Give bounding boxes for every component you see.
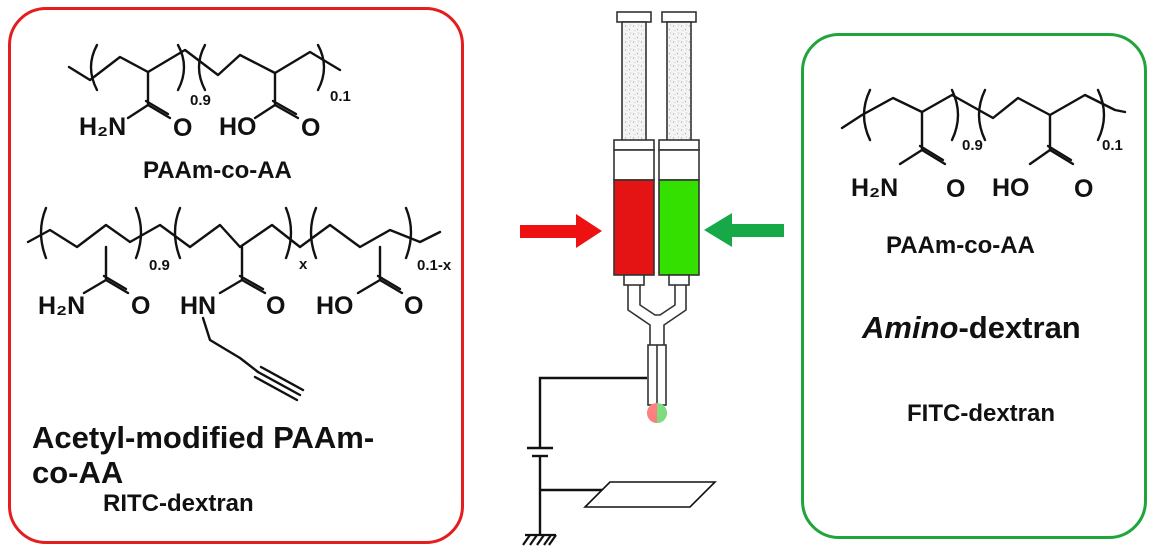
rp-subscript-b: 0.1	[1102, 137, 1123, 154]
left-label-line2: co-AA	[32, 455, 124, 490]
p2-propargyl-o: O	[266, 292, 286, 320]
p1-acid-oh: HO	[219, 113, 257, 141]
rp-acid-o: O	[1074, 175, 1094, 203]
p2-amide-o: O	[131, 292, 151, 320]
green-arrow-icon	[704, 213, 784, 247]
left-label-line1: Acetyl-modified PAAm-	[32, 420, 375, 455]
p1-subscript-a: 0.9	[190, 92, 211, 109]
p2-amide-n: H₂N	[38, 292, 86, 320]
p2-propargyl-hn: HN	[180, 292, 217, 320]
droplet-icon	[647, 403, 667, 423]
red-arrow-icon	[520, 214, 602, 248]
right-polymer-structure	[840, 88, 1127, 166]
y-connector	[627, 285, 687, 406]
rp-acid-oh: HO	[992, 174, 1030, 202]
polymer1-name: PAAm-co-AA	[143, 157, 292, 184]
left-panel	[8, 7, 464, 544]
p1-amide-o: O	[173, 114, 193, 142]
rp-amide-o: O	[946, 175, 966, 203]
p2-subscript-b: x	[299, 256, 308, 273]
right-main-label-italic: Amino	[862, 310, 959, 345]
p2-acid-oh: HO	[316, 292, 354, 320]
p2-subscript-c: 0.1-x	[417, 257, 452, 274]
left-dye-label: RITC-dextran	[103, 490, 254, 517]
syringe-right-icon	[658, 11, 700, 286]
p1-subscript-b: 0.1	[330, 88, 351, 105]
polymer1-structure	[67, 43, 342, 120]
right-panel	[801, 33, 1147, 539]
ground-icon	[522, 533, 557, 546]
right-polymer-name: PAAm-co-AA	[886, 232, 1035, 259]
syringe-left-icon	[613, 11, 655, 286]
right-dye-label: FITC-dextran	[907, 400, 1056, 427]
right-main-label-rest: -dextran	[958, 310, 1081, 345]
p1-amide-n: H₂N	[79, 113, 127, 141]
circuit	[527, 376, 647, 535]
p2-subscript-a: 0.9	[149, 257, 170, 274]
right-main-label: Amino-dextran	[862, 310, 1081, 346]
collector-plate-icon	[583, 481, 717, 508]
polymer2-structure	[26, 206, 442, 402]
rp-subscript-a: 0.9	[962, 137, 983, 154]
rp-amide-n: H₂N	[851, 174, 899, 202]
p1-acid-o: O	[301, 114, 321, 142]
p2-acid-o: O	[404, 292, 424, 320]
